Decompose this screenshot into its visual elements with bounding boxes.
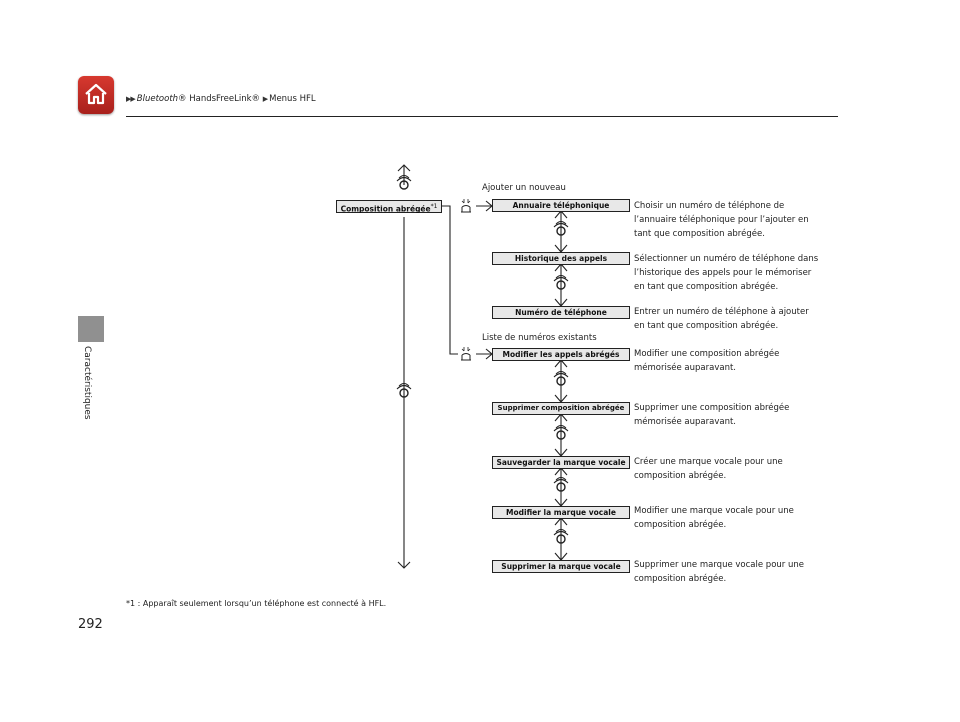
footnote: *1 : Apparaît seulement lorsqu’un téléph… (126, 599, 387, 608)
breadcrumb-item[interactable]: Menus HFL (269, 94, 316, 104)
footnote-marker: *1 (430, 203, 438, 210)
branch-label-existing-list: Liste de numéros existants (482, 333, 597, 343)
menu-item-modifier-appels[interactable]: Modifier les appels abrégés (492, 348, 630, 361)
breadcrumb-item[interactable]: Bluetooth (136, 94, 179, 104)
item-description: Sélectionner un numéro de téléphone dans… (634, 254, 819, 292)
home-button[interactable] (78, 76, 114, 114)
menu-item-sauvegarder-marque[interactable]: Sauvegarder la marque vocale (492, 456, 630, 469)
menu-item-historique[interactable]: Historique des appels (492, 252, 630, 265)
header-divider (126, 116, 838, 117)
rotate-knob-icon (553, 221, 569, 236)
rotate-knob-icon (553, 425, 569, 440)
breadcrumb: ▶▶Bluetooth® HandsFreeLink® ▶Menus HFL (126, 94, 316, 104)
rotate-knob-icon (553, 371, 569, 386)
rotate-knob-icon (553, 529, 569, 544)
menu-item-label: Composition abrégée (340, 204, 431, 214)
menu-item-supprimer-marque[interactable]: Supprimer la marque vocale (492, 560, 630, 573)
menu-item-modifier-marque[interactable]: Modifier la marque vocale (492, 506, 630, 519)
menu-item-numero[interactable]: Numéro de téléphone (492, 306, 630, 319)
menu-item-composition-abregee[interactable]: Composition abrégée*1 (336, 200, 442, 214)
press-button-icon (461, 347, 471, 361)
section-tab[interactable] (78, 316, 104, 342)
menu-item-annuaire[interactable]: Annuaire téléphonique (492, 199, 630, 212)
press-button-icon (461, 199, 471, 213)
breadcrumb-item[interactable]: ® HandsFreeLink® (178, 94, 261, 104)
rotate-knob-icon (553, 477, 569, 492)
branch-label-add-new: Ajouter un nouveau (482, 183, 566, 193)
page-number: 292 (78, 617, 103, 632)
home-icon (85, 83, 107, 105)
rotate-knob-icon (553, 275, 569, 290)
menu-item-supprimer-composition[interactable]: Supprimer composition abrégée (492, 402, 630, 415)
rotate-knob-icon (396, 383, 412, 398)
rotate-knob-icon (396, 175, 412, 190)
